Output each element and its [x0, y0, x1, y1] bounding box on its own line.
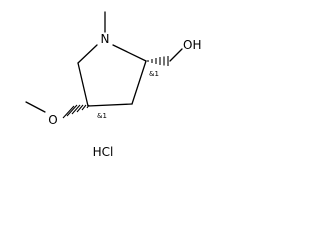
- stereo-label-c4: &1: [97, 112, 107, 120]
- ring-bond-c5-n: [77, 44, 98, 64]
- hydroxyl-group-label: OH: [183, 38, 201, 52]
- ring-bond-c4-c5: [77, 62, 89, 107]
- ring-bond-c2-c3: [131, 60, 147, 105]
- ring-bond-n-c2: [112, 44, 147, 62]
- hydrochloride-salt-label: HCl: [93, 145, 114, 159]
- hashed-wedge-bond-c4: [62, 104, 90, 119]
- stereo-label-c2: &1: [149, 70, 159, 78]
- o-methyl-bond: [25, 101, 46, 113]
- hashed-wedge-bond-c2: [147, 56, 169, 66]
- methoxy-oxygen-label: O: [48, 113, 57, 127]
- ring-bond-c3-c4: [87, 103, 133, 107]
- nitrogen-atom-label: N: [101, 32, 110, 46]
- chemical-structure: N OH O &1 &1 HCl: [25, 11, 201, 159]
- ch2-oh-bond: [169, 48, 183, 62]
